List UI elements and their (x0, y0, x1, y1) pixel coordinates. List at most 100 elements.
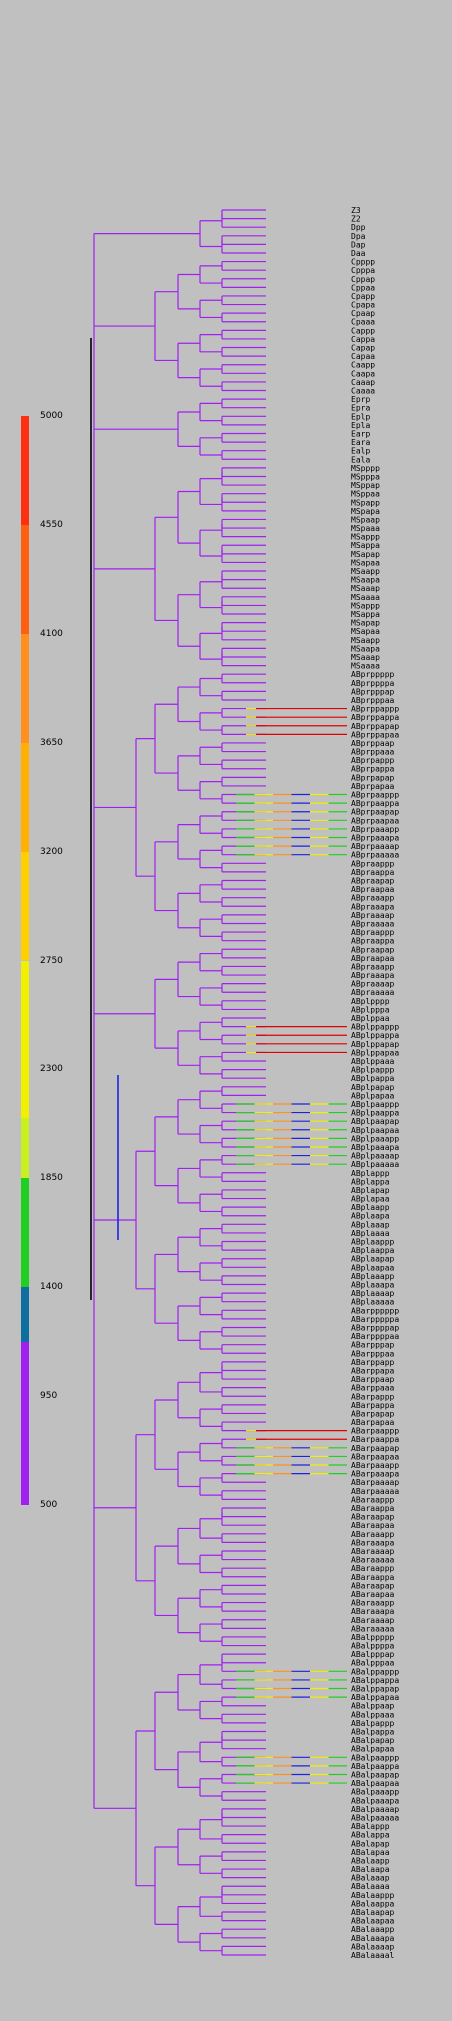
leaf-label: MSaapa (351, 576, 380, 585)
leaf-label: ABplpappp (351, 1066, 395, 1075)
leaf-label: ABarppaap (351, 1375, 395, 1384)
leaf-label: ABalaaaa (351, 1882, 390, 1891)
leaf-label: ABalappa (351, 1831, 390, 1840)
leaf-label: ABarpppppp (351, 1306, 399, 1315)
leaf-label: ABalpapap (351, 1736, 395, 1745)
leaf-label: ABarpppppa (351, 1315, 399, 1324)
leaf-label: ABplaaaap (351, 1289, 395, 1298)
leaf-label: ABalaaaal (351, 1951, 395, 1960)
leaf-label: ABaraaaaa (351, 1624, 395, 1633)
leaf-label: ABarpaaapa (351, 1470, 399, 1479)
leaf-label: ABpraappp (351, 928, 395, 937)
leaf-label: ABplaapap (351, 1255, 395, 1264)
leaf-label: ABprppppa (351, 679, 395, 688)
leaf-label: ABplpaappa (351, 1109, 399, 1118)
leaf-label: ABplaapp (351, 1203, 390, 1212)
leaf-label: ABalppapap (351, 1685, 399, 1694)
leaf-label: Capap (351, 344, 375, 353)
leaf-label: ABpraaaaa (351, 988, 395, 997)
leaf-label: Cpapa (351, 301, 375, 310)
leaf-label: ABaraaaap (351, 1616, 395, 1625)
leaf-label: ABplpaaaaa (351, 1160, 399, 1169)
leaf-label: ABaraappa (351, 1573, 395, 1582)
leaf-label: ABalpaapap (351, 1770, 399, 1779)
leaf-label: ABaraapaa (351, 1521, 395, 1530)
leaf-label: ABplppaaa (351, 1057, 395, 1066)
leaf-label: Cpaap (351, 309, 375, 318)
leaf-label: ABprpapap (351, 773, 395, 782)
leaf-label: ABalpaaapa (351, 1796, 399, 1805)
leaf-label: MSappa (351, 541, 380, 550)
leaf-label: ABpraapaa (351, 885, 395, 894)
leaf-label: Caapa (351, 369, 375, 378)
leaf-label: ABalpppaa (351, 1659, 395, 1668)
leaf-label: ABalaapap (351, 1908, 395, 1917)
leaf-label: ABplpapap (351, 1083, 395, 1092)
leaf-label: MSpaap (351, 515, 380, 524)
leaf-label: ABpraappp (351, 859, 395, 868)
leaf-label: ABprpaapaa (351, 816, 399, 825)
leaf-label: MSppap (351, 481, 380, 490)
leaf-label: Caaaa (351, 387, 375, 396)
color-legend (21, 416, 29, 1505)
leaf-label: ABalpaaaaa (351, 1813, 399, 1822)
leaf-label: MSaapp (351, 636, 380, 645)
leaf-label: ABalppppa (351, 1642, 395, 1651)
leaf-label: MSaaap (351, 653, 380, 662)
leaf-label: Eprp (351, 395, 370, 404)
leaf-label: ABplpaaapa (351, 1143, 399, 1152)
leaf-label: ABplppapaa (351, 1048, 399, 1057)
leaf-label: Eala (351, 455, 370, 464)
leaf-label: ABalpaaapp (351, 1788, 399, 1797)
leaf-label: ABprppapaa (351, 730, 399, 739)
leaf-label: ABpraapap (351, 876, 395, 885)
leaf-label: ABarppapp (351, 1358, 395, 1367)
leaf-label: ABaraaapa (351, 1538, 395, 1547)
leaf-label: ABarpppap (351, 1341, 395, 1350)
leaf-label: ABaraappa (351, 1504, 395, 1513)
leaf-label: ABplappa (351, 1177, 390, 1186)
leaf-label: ABplappp (351, 1169, 390, 1178)
leaf-label: ABprpapaa (351, 782, 395, 791)
leaf-label: Z2 (351, 215, 361, 224)
leaf-label: ABprppappp (351, 705, 399, 714)
leaf-label: Epla (351, 421, 370, 430)
legend-tick-label: 1850 (40, 1173, 63, 1184)
legend-tick-label: 3650 (40, 737, 63, 748)
leaf-label: ABalaapp (351, 1856, 390, 1865)
leaf-label: ABarpaaaap (351, 1478, 399, 1487)
leaf-label: ABalppappa (351, 1676, 399, 1685)
leaf-label: ABalappp (351, 1822, 390, 1831)
leaf-label: ABalpaappa (351, 1762, 399, 1771)
leaf-label: ABalpaapaa (351, 1779, 399, 1788)
legend-tick-label: 500 (40, 1500, 58, 1510)
leaf-label: ABpraapaa (351, 954, 395, 963)
leaf-label: Eplp (351, 412, 370, 421)
leaf-label: ABalaappp (351, 1891, 395, 1900)
leaf-label: MSpaaa (351, 524, 380, 533)
leaf-label: ABprppaap (351, 739, 395, 748)
leaf-label: ABaraaaaa (351, 1556, 395, 1565)
leaf-label: MSappp (351, 601, 380, 610)
leaf-label: ABarpapap (351, 1409, 395, 1418)
leaf-label: ABarpaappa (351, 1435, 399, 1444)
leaf-label: ABplapaa (351, 1195, 390, 1204)
leaf-label: ABarpppaa (351, 1349, 395, 1358)
leaf-label: ABarppppap (351, 1323, 399, 1332)
leaf-label: ABprppaaa (351, 748, 395, 757)
leaf-label: ABpraaaaa (351, 919, 395, 928)
leaf-label: ABaraapap (351, 1581, 395, 1590)
leaf-label: ABplaaap (351, 1220, 390, 1229)
leaf-label: MSaapp (351, 567, 380, 576)
legend-tick-label: 2750 (40, 955, 63, 966)
leaf-label: Cpppa (351, 266, 375, 275)
leaf-label: ABarpaapap (351, 1444, 399, 1453)
legend-band (21, 1178, 29, 1288)
leaf-label: ABplpppa (351, 1005, 390, 1014)
leaf-label: ABplppapap (351, 1040, 399, 1049)
leaf-label: ABalppppp (351, 1633, 395, 1642)
leaf-label: ABplaaapp (351, 1272, 395, 1281)
leaf-label: MSpapa (351, 507, 380, 516)
leaf-label: Cpppp (351, 258, 375, 267)
